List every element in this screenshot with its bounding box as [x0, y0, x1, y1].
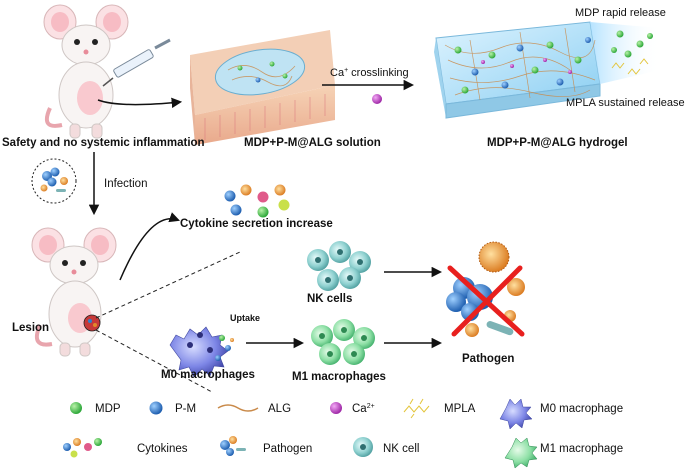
legend: MDP P-M ALG Ca2+ MPLA M0 macrophage Cyto…	[63, 398, 623, 469]
cytokines-icon	[63, 438, 102, 458]
legend-calcium-label: Ca2+	[352, 403, 375, 415]
nk-cell-icon	[353, 437, 373, 457]
mouse-top-icon	[43, 4, 171, 139]
mouse-lesion-icon	[31, 227, 117, 357]
injection-arrow	[97, 97, 183, 109]
m0-macrophages-label: M0 macrophages	[161, 369, 255, 381]
legend-m1-label: M1 macrophage	[540, 443, 623, 455]
legend-alg-label: ALG	[268, 403, 291, 415]
legend-nk-label: NK cell	[383, 443, 419, 455]
m0-macrophage-icon	[499, 398, 533, 430]
pathogen-label: Pathogen	[462, 353, 514, 365]
legend-pathogen-label: Pathogen	[263, 443, 312, 455]
mdp-release-label: MDP rapid release	[575, 7, 666, 19]
hydrogel-label: MDP+P-M@ALG hydrogel	[487, 137, 628, 149]
cytokine-arrow	[119, 212, 180, 281]
mdp-icon	[70, 402, 82, 414]
kill-cross-icon	[447, 265, 525, 337]
cytokines-cluster-icon	[224, 184, 290, 218]
safety-label: Safety and no systemic inflammation	[2, 137, 205, 149]
legend-cytokines-label: Cytokines	[137, 443, 188, 455]
mpla-icon	[403, 398, 430, 419]
solution-label: MDP+P-M@ALG solution	[244, 137, 381, 149]
m1-macrophages-label: M1 macrophages	[292, 371, 386, 383]
skin-block-icon	[190, 30, 335, 145]
cytokine-increase-label: Cytokine secretion increase	[180, 218, 333, 230]
legend-m0-label: M0 macrophage	[540, 403, 623, 415]
pathogen-icon	[220, 436, 246, 456]
infection-label: Infection	[104, 178, 147, 190]
zoom-line-upper	[95, 251, 241, 319]
crosslinking-label: Ca+crosslinking	[330, 67, 409, 79]
zoom-line-lower	[95, 329, 213, 393]
uptake-label: Uptake	[230, 313, 260, 323]
lesion-label: Lesion	[12, 322, 49, 334]
hydrogel-cube-icon	[434, 21, 660, 119]
legend-mpla-label: MPLA	[444, 403, 476, 415]
nk-cells-label: NK cells	[307, 293, 352, 305]
m0-macrophages-cluster-icon	[169, 326, 234, 378]
calcium-icon	[330, 402, 342, 414]
m1-macrophages-cluster-icon	[311, 319, 375, 365]
m1-macrophage-icon	[504, 437, 538, 469]
calcium-ion-icon	[372, 94, 382, 104]
pm-icon	[149, 401, 163, 415]
alg-icon	[217, 404, 259, 412]
pathogen-cluster-icon	[31, 158, 77, 204]
mpla-release-label: MPLA sustained release	[566, 97, 685, 109]
legend-pm-label: P-M	[175, 403, 196, 415]
nk-cells-cluster-icon	[307, 241, 371, 291]
legend-mdp-label: MDP	[95, 403, 121, 415]
